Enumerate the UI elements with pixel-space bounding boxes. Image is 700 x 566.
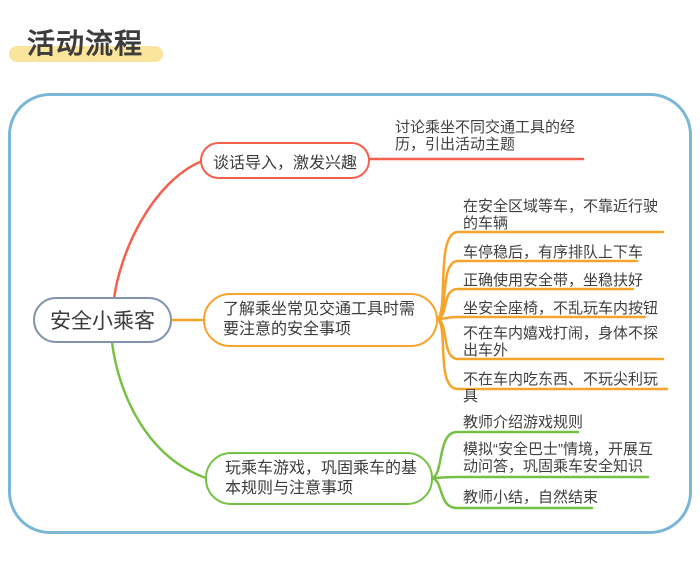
branch1-child-1: 讨论乘坐不同交通工具的经历，引出活动主题 <box>395 119 576 153</box>
branch3-child-2: 模拟“安全巴士”情境，开展互动问答，巩固乘车安全知识 <box>463 441 653 475</box>
root-node: 安全小乘客 <box>33 297 172 343</box>
branch2-child-1: 在安全区域等车，不靠近行驶的车辆 <box>463 198 659 232</box>
branch2-node: 了解乘坐常见交通工具时需要注意的安全事项 <box>203 293 438 347</box>
branch1-label: 谈话导入，激发兴趣 <box>212 154 357 172</box>
branch2-label: 了解乘坐常见交通工具时需要注意的安全事项 <box>223 301 416 338</box>
branch3-child-1: 教师介绍游戏规则 <box>463 414 584 431</box>
page-title: 活动流程 <box>27 28 144 59</box>
root-node-label: 安全小乘客 <box>50 310 155 333</box>
branch2-child-4: 坐安全座椅，不乱玩车内按钮 <box>463 300 659 317</box>
title-highlight <box>9 46 163 62</box>
branch2-child-5: 不在车内嬉戏打闹，身体不探出车外 <box>463 325 659 359</box>
branch3-node: 玩乘车游戏，巩固乘车的基本规则与注意事项 <box>205 452 433 505</box>
branch2-child-2: 车停稳后，有序排队上下车 <box>463 244 644 261</box>
branch2-child-3: 正确使用安全带，坐稳扶好 <box>463 272 644 289</box>
branch3-label: 玩乘车游戏，巩固乘车的基本规则与注意事项 <box>225 459 418 497</box>
branch3-child-3: 教师小结，自然结束 <box>463 489 599 506</box>
branch2-child-6: 不在车内吃东西、不玩尖利玩具 <box>463 371 659 405</box>
branch1-node: 谈话导入，激发兴趣 <box>200 142 370 179</box>
